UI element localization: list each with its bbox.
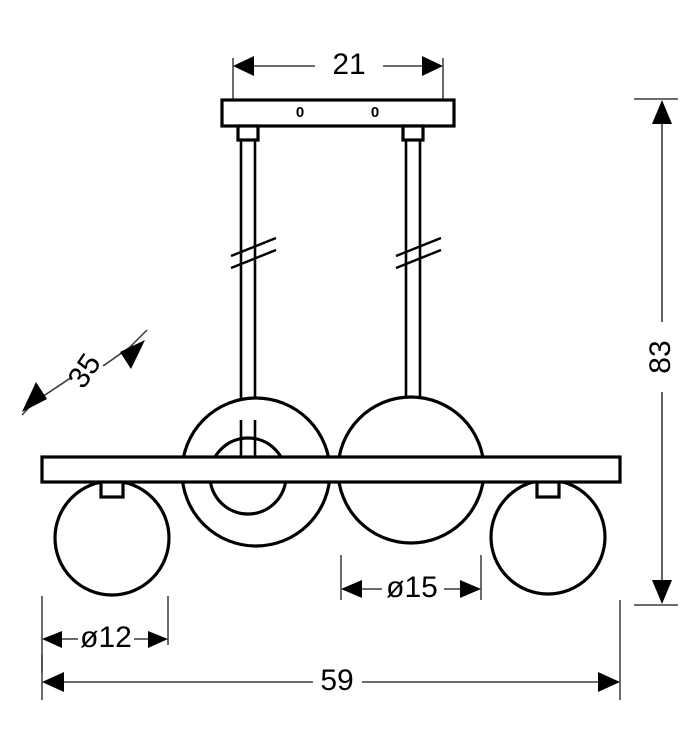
- dia15-arrow-left: [341, 580, 362, 598]
- depth-dimension: 35: [21, 329, 148, 416]
- depth-label: 35: [62, 348, 108, 394]
- depth-arrow-upper: [120, 340, 145, 369]
- depth-arrow-lower: [22, 382, 47, 412]
- ceiling-canopy-plate: 0 0: [220, 98, 456, 128]
- rod-left-break-b: [230, 248, 277, 270]
- canopy-body: [220, 98, 456, 128]
- height-label: 83: [644, 340, 677, 373]
- dia15-arrow-right: [460, 580, 481, 598]
- globe-small-right: [489, 478, 607, 596]
- dia12-label: ø12: [80, 621, 132, 654]
- rod-collar-right: [401, 124, 425, 142]
- canopy-width-dimension: 21: [232, 48, 444, 100]
- canopy-hole-mark-left: 0: [296, 104, 304, 121]
- total-width-dimension: 59: [41, 600, 621, 700]
- horizontal-crossbar: [40, 455, 622, 484]
- dia15-label: ø15: [386, 571, 438, 604]
- small-globe-diameter-dimension: ø12: [41, 596, 169, 672]
- dia12-arrow-right: [148, 631, 168, 648]
- canopy-width-arrow-left: [233, 56, 254, 76]
- suspension-rod-right: [395, 140, 442, 400]
- rod-collars: [236, 124, 425, 142]
- globe-small-left: [53, 479, 171, 597]
- canopy-width-arrow-right: [422, 56, 443, 76]
- width59-arrow-left: [42, 672, 64, 692]
- rod-right-break-b: [395, 248, 442, 270]
- height-arrow-bottom: [652, 580, 672, 604]
- large-globe-diameter-dimension: ø15: [340, 555, 482, 604]
- total-height-dimension: 83: [634, 98, 678, 606]
- rod-right-break-a: [395, 236, 442, 258]
- canopy-hole-mark-right: 0: [371, 104, 379, 121]
- width59-label: 59: [320, 664, 353, 697]
- depth-ext-upper: [129, 329, 148, 348]
- suspension-rod-left: [230, 140, 277, 420]
- rod-collar-left: [236, 124, 260, 142]
- rod-left-break-a: [230, 236, 277, 258]
- width59-arrow-right: [598, 672, 620, 692]
- dia12-arrow-left: [42, 631, 62, 648]
- crossbar-body: [40, 455, 622, 484]
- height-arrow-top: [652, 100, 672, 124]
- canopy-width-label: 21: [332, 48, 365, 81]
